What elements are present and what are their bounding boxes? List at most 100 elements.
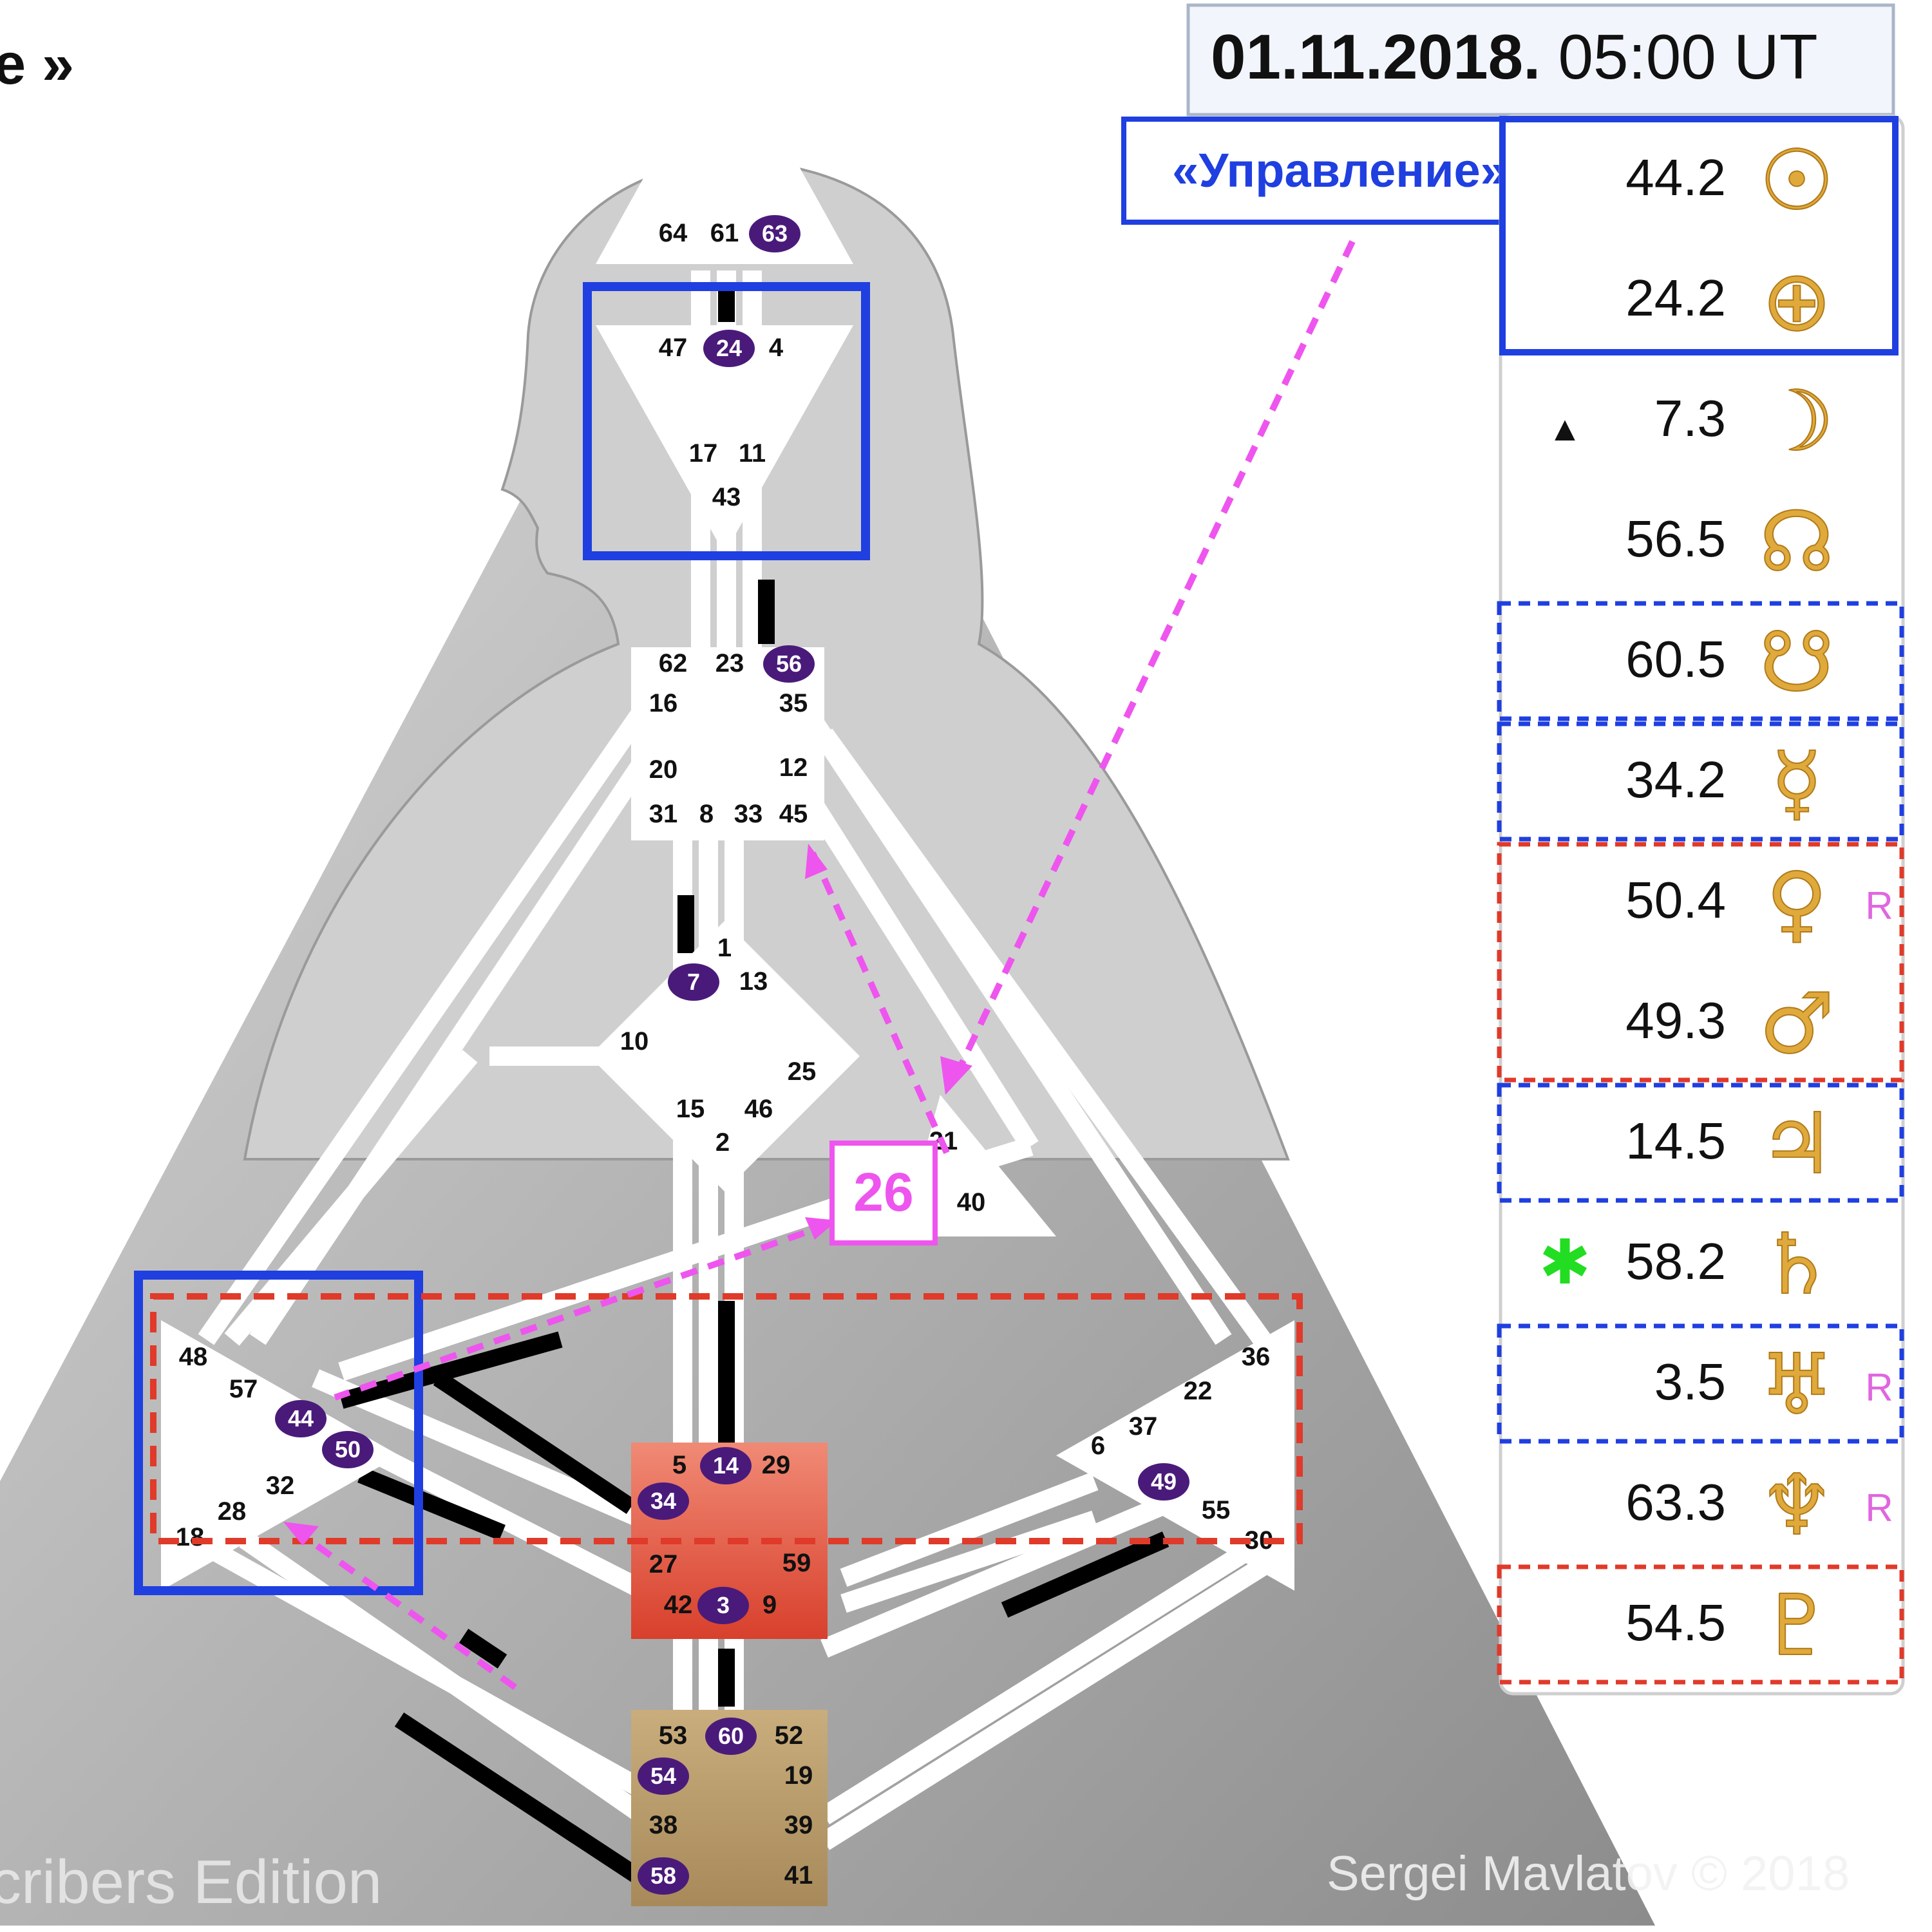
gate-number: 50 [335, 1436, 361, 1463]
planet-row-frame [1497, 842, 1904, 1083]
gate-number: 1 [717, 934, 732, 962]
gate-number: 15 [676, 1095, 705, 1123]
gate-number: 41 [784, 1861, 813, 1889]
gate-34: 34 [638, 1482, 689, 1520]
gate-33: 33 [734, 800, 763, 828]
gate-43: 43 [712, 483, 741, 511]
gate-number: 57 [229, 1375, 258, 1403]
pluto-icon: ♇ [1759, 1577, 1835, 1674]
planet-row: 60.5☋ [1497, 601, 1904, 721]
gate-number: 46 [744, 1095, 773, 1123]
gate-19: 19 [784, 1761, 813, 1790]
control-pointer-arrow [950, 240, 1356, 1084]
gate-number: 59 [782, 1549, 811, 1577]
gate-number: 6 [1091, 1432, 1105, 1460]
planet-row-frame [1499, 116, 1899, 355]
gate-activation-marker [705, 1718, 757, 1755]
gate-12: 12 [779, 753, 808, 782]
gate-15: 15 [676, 1095, 705, 1123]
spleen-center [161, 1320, 399, 1591]
gate-25: 25 [788, 1057, 817, 1086]
gate-20: 20 [649, 755, 678, 784]
planet-row: 44.2☉ [1499, 116, 1899, 355]
gate-number: 12 [779, 753, 808, 782]
planet-gate-value: 60.5 [1625, 630, 1726, 688]
gate-number: 22 [1184, 1377, 1213, 1405]
gate-45: 45 [779, 800, 808, 828]
gate-56: 56 [763, 645, 815, 683]
planet-panel: 44.2☉24.2⊕▲7.3☽56.5☊60.5☋34.2☿50.4♀R49.3… [1497, 114, 1905, 1696]
gate-36: 36 [1242, 1343, 1271, 1371]
gate-number: 33 [734, 800, 763, 828]
planet-row: ✱58.2♄ [1539, 1215, 1835, 1314]
gate-number: 27 [649, 1550, 678, 1578]
gate-number: 7 [687, 969, 700, 995]
gate-number: 60 [718, 1723, 744, 1749]
ajna-center [596, 325, 853, 554]
gate26-to-44-arrow [334, 1220, 832, 1401]
gate-number: 39 [784, 1811, 813, 1839]
gate-number: 5 [672, 1451, 687, 1479]
planet-gate-value: 49.3 [1625, 992, 1726, 1049]
uranus-icon: ♅ [1759, 1336, 1835, 1434]
gate-number: 37 [1129, 1412, 1158, 1441]
up-triangle-icon: ▲ [1548, 410, 1582, 448]
gate-5: 5 [672, 1451, 687, 1479]
jupiter-icon: ♃ [1759, 1095, 1835, 1193]
planet-row: 50.4♀R [1497, 842, 1904, 1083]
gate-26-label: 26 [853, 1162, 913, 1222]
saturn-icon: ♄ [1759, 1215, 1835, 1313]
planet-gate-value: 50.4 [1625, 871, 1726, 929]
gate-50: 50 [322, 1431, 374, 1468]
gate-number: 32 [266, 1472, 295, 1500]
gate-number: 54 [650, 1763, 676, 1789]
gate-2: 2 [715, 1128, 730, 1157]
gate-number: 45 [779, 800, 808, 828]
gate-10: 10 [620, 1027, 649, 1056]
planet-row-frame [1497, 1323, 1904, 1444]
sun-icon: ☉ [1759, 131, 1835, 229]
retrograde-mark: R [1865, 1366, 1893, 1409]
planet-row-frame [1497, 1564, 1904, 1685]
neptune-icon: ♆ [1759, 1456, 1835, 1554]
gate-28: 28 [218, 1497, 247, 1526]
gate-number: 55 [1202, 1496, 1231, 1524]
gate-17: 17 [689, 439, 718, 468]
head-center [596, 32, 853, 264]
gate-16: 16 [649, 689, 678, 717]
gate-23: 23 [715, 649, 744, 677]
gate-53: 53 [659, 1721, 688, 1750]
gate-9: 9 [762, 1591, 777, 1619]
gate-number: 23 [715, 649, 744, 677]
gate-number: 16 [649, 689, 678, 717]
gate-57: 57 [229, 1375, 258, 1403]
planet-row: 49.3♂ [1625, 974, 1835, 1073]
gate-41: 41 [784, 1861, 813, 1889]
spleen-highlight-box [134, 1271, 423, 1595]
planet-row: 24.2⊕ [1625, 251, 1832, 350]
planet-rows: 44.2☉24.2⊕▲7.3☽56.5☊60.5☋34.2☿50.4♀R49.3… [1497, 116, 1904, 1685]
footer: cribers Edition Sergei Mavlatov © 2018 [0, 1846, 1850, 1917]
gate-4: 4 [769, 334, 784, 362]
planet-gate-value: 54.5 [1625, 1594, 1726, 1651]
planet-row-frame [1497, 1083, 1904, 1203]
planet-gate-value: 63.3 [1625, 1473, 1726, 1531]
earth-icon: ⊕ [1762, 252, 1832, 350]
gate-number: 28 [218, 1497, 247, 1526]
gate-35: 35 [779, 689, 808, 717]
green-star-icon: ✱ [1539, 1228, 1591, 1297]
gate-6: 6 [1091, 1432, 1105, 1460]
gate-number: 49 [1151, 1468, 1177, 1495]
planet-gate-value: 7.3 [1654, 390, 1726, 447]
gate-activation-marker [322, 1431, 374, 1468]
gate-number: 38 [649, 1811, 678, 1839]
planet-gate-value: 3.5 [1654, 1353, 1726, 1410]
gate-27: 27 [649, 1550, 678, 1578]
gate-32: 32 [266, 1472, 295, 1500]
gate-activation-marker [700, 1447, 752, 1484]
gate-activation-marker [1138, 1463, 1189, 1501]
gate-48: 48 [179, 1343, 208, 1371]
gate-activation-marker [275, 1400, 327, 1437]
moon-icon: ☽ [1759, 372, 1835, 470]
